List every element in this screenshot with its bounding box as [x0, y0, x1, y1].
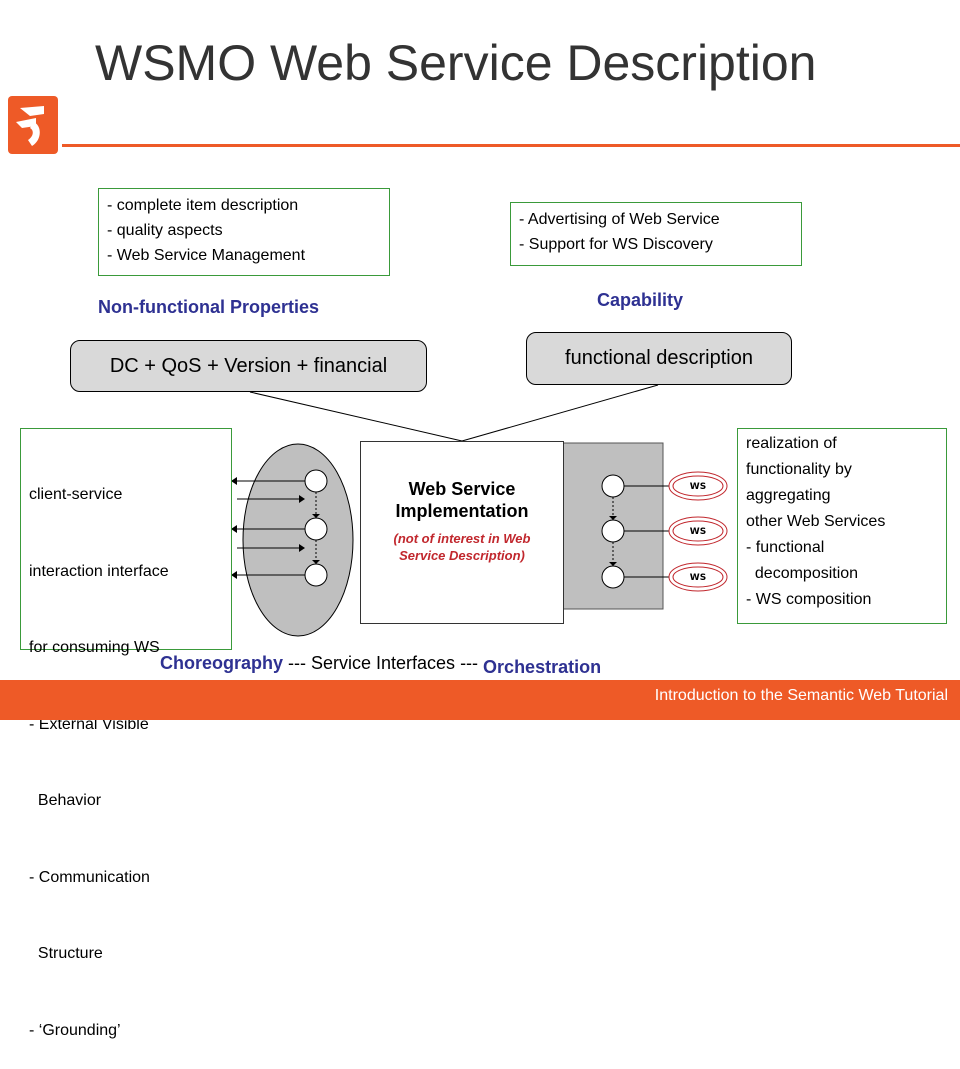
implementation-note: (not of interest in Web Service Descript…: [393, 531, 531, 563]
implementation-box: Web Service Implementation (not of inter…: [360, 441, 564, 624]
ws-node-2: [668, 516, 728, 546]
implementation-title: Web Service Implementation: [395, 479, 529, 521]
orchestration-line: realization of: [746, 435, 837, 452]
choreography-line: - ‘Grounding’: [29, 1021, 121, 1039]
ws-label-2: WS: [690, 527, 706, 537]
ws-node-1: [668, 471, 728, 501]
choreography-line: - Communication: [29, 868, 150, 886]
capability-pill: functional description: [526, 332, 792, 385]
nfp-line: - Web Service Management: [107, 247, 306, 264]
nfp-heading: Non-functional Properties: [98, 297, 320, 317]
nfp-line: - quality aspects: [107, 222, 223, 239]
service-interfaces-label: --- Service Interfaces ---: [283, 653, 484, 673]
nfp-line: - complete item description: [107, 197, 299, 214]
orchestration-line: - functional: [746, 539, 825, 556]
orchestration-label: Orchestration: [483, 657, 602, 677]
choreography-state-3: [304, 563, 328, 587]
ws-label-3: WS: [690, 573, 706, 583]
nfp-description-box: - complete item description - quality as…: [98, 188, 390, 276]
orchestration-line: decomposition: [746, 565, 859, 582]
title-divider: [62, 144, 960, 147]
orchestration-description-box: realization of functionality by aggregat…: [737, 428, 947, 624]
capability-connector: [461, 384, 659, 442]
choreography-line: for consuming WS: [29, 639, 160, 656]
footer-text: Introduction to the Semantic Web Tutoria…: [654, 687, 948, 704]
choreography-state-1: [304, 469, 328, 493]
logo-icon: [8, 96, 58, 154]
choreography-shape: [242, 443, 354, 637]
capability-line: - Advertising of Web Service: [519, 211, 720, 228]
capability-description-box: - Advertising of Web Service - Support f…: [510, 202, 802, 266]
choreography-line: interaction interface: [29, 562, 169, 580]
choreography-line: Behavior: [29, 792, 102, 809]
orchestration-line: other Web Services: [746, 513, 886, 530]
choreography-state-2: [304, 517, 328, 541]
ws-label-1: WS: [690, 482, 706, 492]
choreography-label: Choreography: [160, 653, 284, 673]
page-title: WSMO Web Service Description: [95, 35, 817, 91]
orchestration-state-2: [601, 519, 625, 543]
orchestration-state-1: [601, 474, 625, 498]
choreography-line: client-service: [29, 486, 123, 503]
choreography-line: Structure: [29, 945, 103, 962]
orchestration-state-3: [601, 565, 625, 589]
choreography-description-box: client-service interaction interface for…: [20, 428, 232, 1039]
orchestration-line: aggregating: [746, 487, 831, 504]
service-interfaces-caption: Choreography --- Service Interfaces --- …: [160, 653, 602, 677]
footer-bar: [0, 680, 960, 720]
orchestration-line: - WS composition: [746, 591, 872, 608]
capability-heading: Capability: [597, 290, 684, 310]
capability-line: - Support for WS Discovery: [519, 236, 713, 253]
orchestration-line: functionality by: [746, 461, 852, 478]
nfp-connector: [249, 391, 463, 442]
nfp-pill: DC + QoS + Version + financial: [70, 340, 427, 392]
ws-node-3: [668, 562, 728, 592]
